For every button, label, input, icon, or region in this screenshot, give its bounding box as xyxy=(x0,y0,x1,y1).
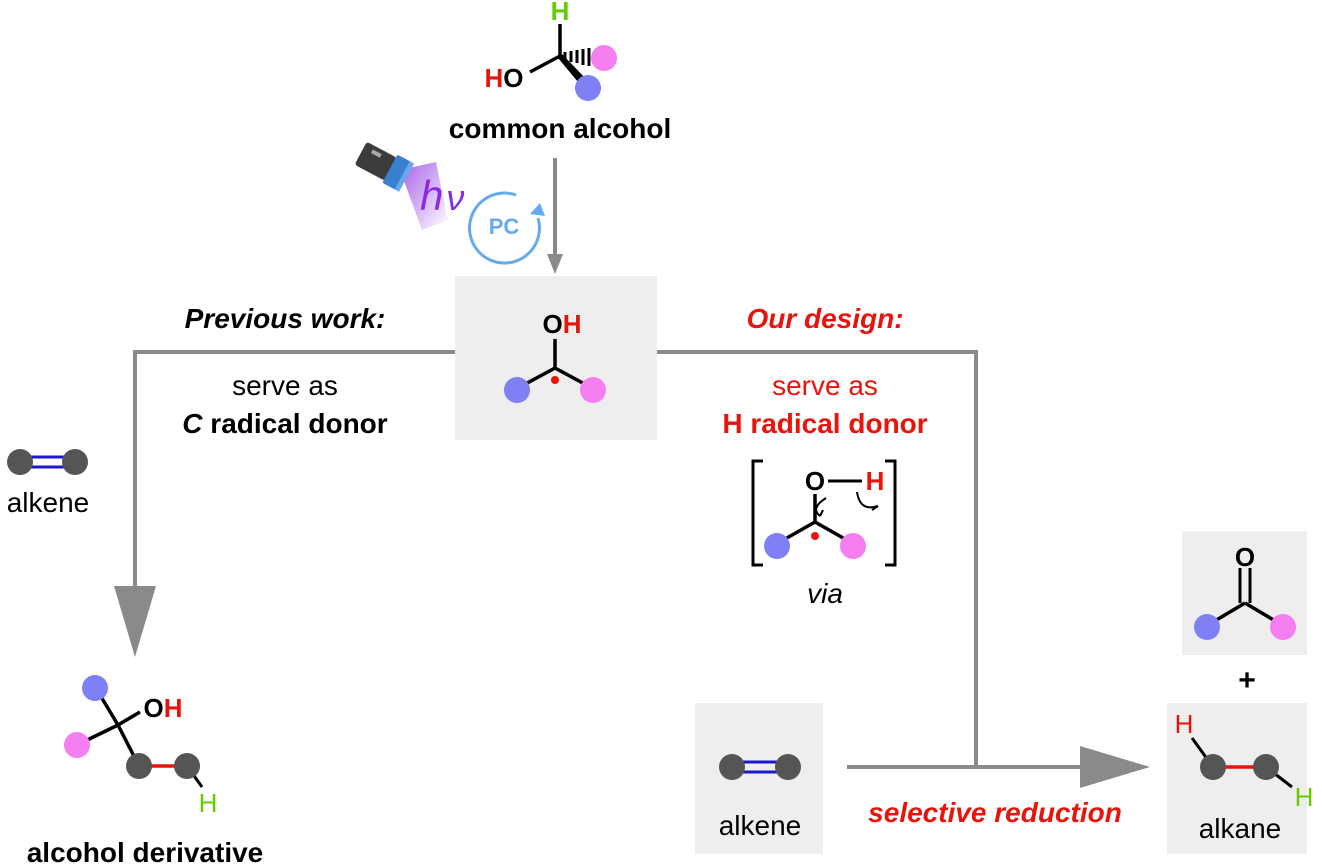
flashlight-icon xyxy=(355,142,448,230)
alcohol-derivative-caption: alcohol derivative xyxy=(27,837,264,866)
substituent-pink xyxy=(591,45,617,71)
hydroxyl-label: HO xyxy=(484,63,523,93)
arrowhead-selective-reduction xyxy=(1080,746,1150,788)
ketone-structure xyxy=(1194,568,1296,640)
our-role-line2: H radical donor xyxy=(722,408,927,439)
alkane-hydrogen-left: H xyxy=(1175,709,1194,739)
substituent-blue xyxy=(82,675,108,701)
our-role-line1: serve as xyxy=(772,370,878,401)
alkane-structure xyxy=(1190,737,1293,789)
substituent-blue xyxy=(1194,614,1220,640)
arrow-previous-work xyxy=(133,350,455,590)
radical-dot xyxy=(811,532,819,540)
via-label: via xyxy=(807,578,843,609)
alpha-hydrogen-label: H xyxy=(551,0,570,26)
photocatalyst-cycle-icon xyxy=(468,191,545,265)
selective-reduction-label: selective reduction xyxy=(868,797,1122,828)
alkane-panel xyxy=(1167,703,1307,854)
alcohol-derivative-structure xyxy=(64,675,204,788)
ketone-oxygen-label: O xyxy=(1235,542,1255,572)
radical-dot xyxy=(551,376,559,384)
transition-state-oxygen: O xyxy=(805,466,825,496)
arrowhead-alcohol-to-radical xyxy=(547,254,563,274)
alkane-label: alkane xyxy=(1199,813,1282,844)
common-alcohol-structure xyxy=(529,24,617,101)
substituent-pink xyxy=(580,377,606,403)
transition-state-hydrogen: H xyxy=(866,466,885,496)
transition-state-structure xyxy=(764,479,879,559)
substituent-pink xyxy=(840,533,866,559)
substituent-pink xyxy=(64,732,90,758)
derivative-hydroxyl-label: OH xyxy=(143,693,182,723)
photocatalyst-label: PC xyxy=(489,214,520,239)
common-alcohol-caption: common alcohol xyxy=(449,113,671,144)
alkane-hydrogen-right: H xyxy=(1295,782,1314,812)
transition-state-brackets xyxy=(751,459,897,567)
left-alkene-structure xyxy=(7,449,88,475)
right-alkene-structure xyxy=(719,754,801,780)
substituent-blue xyxy=(504,377,530,403)
center-radical-structure xyxy=(504,339,606,403)
photon-energy-label: hν xyxy=(420,172,464,219)
our-design-heading: Our design: xyxy=(746,303,903,334)
substituent-blue xyxy=(575,75,601,101)
arrows xyxy=(133,158,1085,769)
left-alkene-label: alkene xyxy=(7,487,90,518)
previous-work-heading: Previous work: xyxy=(185,303,386,334)
substituent-blue xyxy=(764,533,790,559)
arrowhead-previous-work xyxy=(114,586,156,657)
plus-sign: + xyxy=(1238,664,1256,697)
previous-role-line1: serve as xyxy=(232,370,338,401)
substituent-pink xyxy=(1270,614,1296,640)
arrow-our-design-branch xyxy=(657,350,978,767)
previous-role-line2: C radical donor xyxy=(182,408,387,439)
right-alkene-label: alkene xyxy=(719,810,802,841)
derivative-hydrogen-label: H xyxy=(199,788,218,818)
alkene-panel xyxy=(695,703,823,854)
center-hydroxyl-label: OH xyxy=(542,309,581,339)
